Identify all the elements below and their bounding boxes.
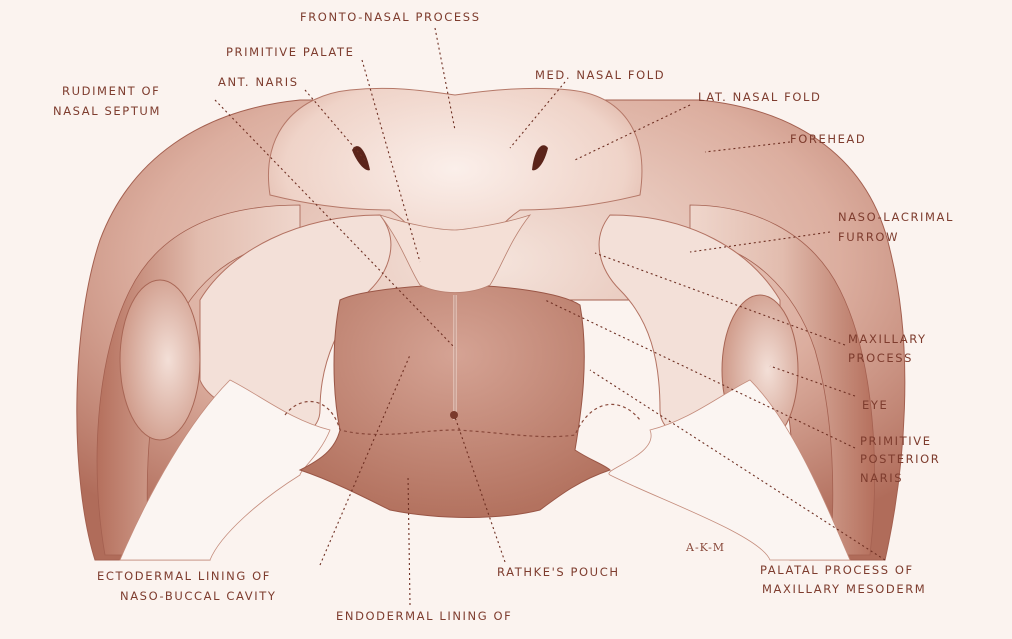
label-maxillary-line2: PROCESS <box>848 351 913 365</box>
label-naso-lacrimal-line1: NASO-LACRIMAL <box>838 210 954 224</box>
rathke-pouch-opening <box>450 411 458 419</box>
label-palatal-line1: PALATAL PROCESS OF <box>760 563 914 577</box>
label-ectodermal-line1: ECTODERMAL LINING OF <box>97 569 271 583</box>
label-rathke-pouch: RATHKE'S POUCH <box>497 565 620 579</box>
label-rudiment-line1: RUDIMENT OF <box>62 84 160 98</box>
label-med-nasal-fold: MED. NASAL FOLD <box>535 68 665 82</box>
artist-signature: A-K-M <box>686 541 725 554</box>
label-ectodermal-line2: NASO-BUCCAL CAVITY <box>120 589 276 603</box>
label-posterior-naris-line2: POSTERIOR <box>860 452 940 466</box>
label-lat-nasal-fold: LAT. NASAL FOLD <box>698 90 821 104</box>
label-posterior-naris-line3: NARIS <box>860 471 903 485</box>
left-eye <box>120 280 200 440</box>
label-primitive-palate: PRIMITIVE PALATE <box>226 45 354 59</box>
label-maxillary-line1: MAXILLARY <box>848 332 927 346</box>
label-endodermal-line1: ENDODERMAL LINING OF <box>336 609 512 623</box>
label-palatal-line2: MAXILLARY MESODERM <box>762 582 926 596</box>
label-forehead: FOREHEAD <box>790 132 866 146</box>
label-posterior-naris-line1: PRIMITIVE <box>860 434 932 448</box>
label-rudiment-line2: NASAL SEPTUM <box>53 104 161 118</box>
label-fronto-nasal-process: FRONTO-NASAL PROCESS <box>300 10 481 24</box>
label-ant-naris: ANT. NARIS <box>218 75 299 89</box>
label-naso-lacrimal-line2: FURROW <box>838 230 899 244</box>
label-eye: EYE <box>862 398 888 412</box>
